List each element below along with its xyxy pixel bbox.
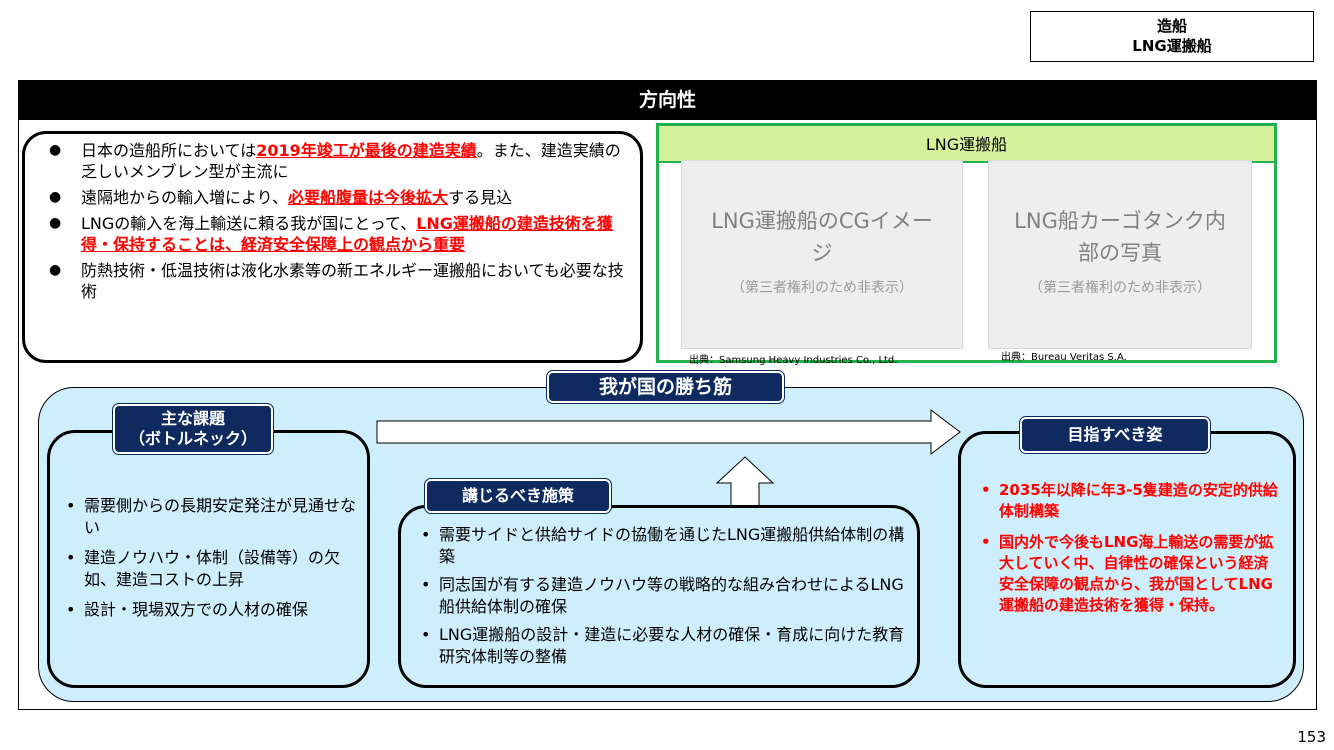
issue-item: 設計・現場双方での人材の確保 bbox=[62, 599, 357, 621]
category-tag: 造船 LNG運搬船 bbox=[1030, 11, 1314, 62]
measures-card: 需要サイドと供給サイドの協働を通じたLNG運搬船供給体制の構築 同志国が有する建… bbox=[398, 505, 920, 688]
direction-item: 防熱技術・低温技術は液化水素等の新エネルギー運搬船においても必要な技術 bbox=[47, 260, 626, 302]
goal-card: 2035年以降に年3-5隻建造の安定的供給体制構築 国内外で今後もLNG海上輸送… bbox=[958, 431, 1296, 688]
tank-image-note: （第三者権利のため非表示） bbox=[1029, 280, 1211, 296]
winning-strategy-title: 我が国の勝ち筋 bbox=[546, 370, 785, 404]
goal-label: 目指すべき姿 bbox=[1019, 416, 1211, 454]
direction-item: 日本の造船所においては2019年竣工が最後の建造実績。また、建造実績の乏しいメン… bbox=[47, 140, 626, 182]
cg-image-credit: 出典：Samsung Heavy Industries Co., Ltd. bbox=[689, 355, 898, 366]
direction-banner: 方向性 bbox=[18, 80, 1317, 120]
issues-label: 主な課題 （ボトルネック） bbox=[112, 403, 274, 455]
measure-item: LNG運搬船の設計・建造に必要な人材の確保・育成に向けた教育研究体制等の整備 bbox=[417, 624, 907, 668]
cg-image-placeholder: LNG運搬船のCGイメージ （第三者権利のため非表示） bbox=[681, 160, 963, 349]
measures-label: 講じるべき施策 bbox=[424, 478, 612, 514]
issue-item: 需要側からの長期安定発注が見通せない bbox=[62, 495, 357, 539]
tank-image-credit: 出典：Bureau Veritas S.A. bbox=[1001, 352, 1127, 363]
lng-image-panel: LNG運搬船 LNG運搬船のCGイメージ （第三者権利のため非表示） LNG船カ… bbox=[656, 123, 1277, 366]
tank-image-title: LNG船カーゴタンク内部の写真 bbox=[1014, 209, 1226, 265]
measure-item: 同志国が有する建造ノウハウ等の戦略的な組み合わせによるLNG船供給体制の確保 bbox=[417, 574, 907, 618]
direction-item: LNGの輸入を海上輸送に頼る我が国にとって、LNG運搬船の建造技術を獲得・保持す… bbox=[47, 213, 626, 255]
measure-item: 需要サイドと供給サイドの協働を通じたLNG運搬船供給体制の構築 bbox=[417, 524, 907, 568]
arrow-up-icon bbox=[716, 456, 774, 508]
goal-item: 国内外で今後もLNG海上輸送の需要が拡大していく中、自律性の確保という経済安全保… bbox=[977, 532, 1283, 616]
cg-image-note: （第三者権利のため非表示） bbox=[731, 280, 913, 296]
tank-image-placeholder: LNG船カーゴタンク内部の写真 （第三者権利のため非表示） bbox=[988, 160, 1252, 349]
issues-list: 需要側からの長期安定発注が見通せない 建造ノウハウ・体制（設備等）の欠如、建造コ… bbox=[62, 495, 357, 621]
issues-card: 需要側からの長期安定発注が見通せない 建造ノウハウ・体制（設備等）の欠如、建造コ… bbox=[47, 430, 370, 688]
direction-list: 日本の造船所においては2019年竣工が最後の建造実績。また、建造実績の乏しいメン… bbox=[47, 140, 626, 302]
category-tag-line2: LNG運搬船 bbox=[1132, 37, 1212, 55]
lng-panel-header: LNG運搬船 bbox=[659, 126, 1274, 163]
direction-item: 遠隔地からの輸入増により、必要船腹量は今後拡大する見込 bbox=[47, 187, 626, 208]
measures-list: 需要サイドと供給サイドの協働を通じたLNG運搬船供給体制の構築 同志国が有する建… bbox=[417, 524, 907, 668]
issue-item: 建造ノウハウ・体制（設備等）の欠如、建造コストの上昇 bbox=[62, 547, 357, 591]
goal-item: 2035年以降に年3-5隻建造の安定的供給体制構築 bbox=[977, 480, 1283, 522]
cg-image-title: LNG運搬船のCGイメージ bbox=[711, 209, 933, 265]
category-tag-line1: 造船 bbox=[1156, 17, 1187, 35]
goal-list: 2035年以降に年3-5隻建造の安定的供給体制構築 国内外で今後もLNG海上輸送… bbox=[977, 480, 1283, 616]
page-number: 153 bbox=[1297, 728, 1326, 746]
arrow-right-icon bbox=[376, 409, 961, 455]
direction-box: 日本の造船所においては2019年竣工が最後の建造実績。また、建造実績の乏しいメン… bbox=[22, 131, 643, 363]
